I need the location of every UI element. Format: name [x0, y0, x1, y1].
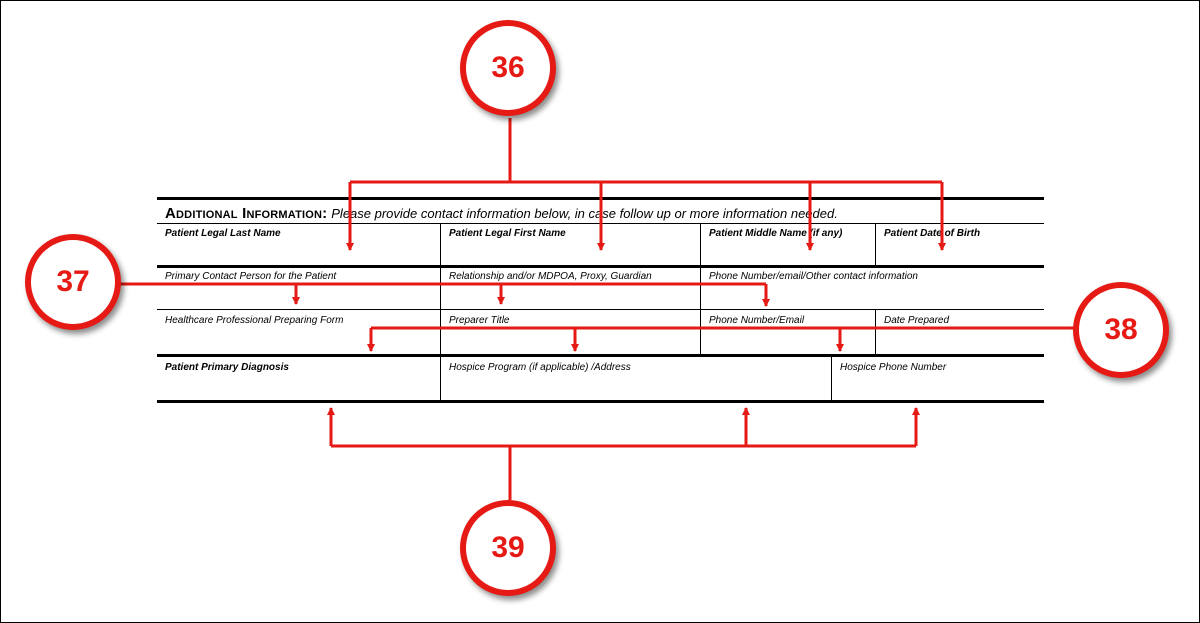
field-contact-phone: Phone Number/email/Other contact informa… — [709, 271, 918, 282]
field-preparer-title: Preparer Title — [449, 315, 510, 326]
callout-37-label: 37 — [56, 265, 90, 298]
callout-37: 37 — [25, 234, 121, 330]
col-divider — [440, 268, 441, 309]
field-patient-last-name: Patient Legal Last Name — [165, 228, 281, 239]
col-divider — [440, 357, 441, 401]
callout-39-label: 39 — [491, 531, 525, 564]
field-hospice-phone: Hospice Phone Number — [840, 362, 947, 373]
callout-36-label: 36 — [491, 51, 525, 84]
row-rule — [157, 265, 1044, 268]
field-patient-dob: Patient Date of Birth — [884, 228, 981, 239]
section-title: Additional Information: — [165, 205, 328, 222]
field-primary-contact: Primary Contact Person for the Patient — [165, 271, 337, 282]
col-divider — [700, 268, 701, 309]
field-preparer-phone: Phone Number/Email — [709, 315, 805, 326]
field-hospice-program: Hospice Program (if applicable) /Address — [449, 362, 631, 373]
col-divider — [875, 310, 876, 354]
field-relationship: Relationship and/or MDPOA, Proxy, Guardi… — [449, 271, 652, 282]
bottom-rule — [157, 400, 1044, 403]
col-divider — [700, 310, 701, 354]
field-primary-diagnosis: Patient Primary Diagnosis — [165, 362, 289, 373]
col-divider — [831, 357, 832, 401]
col-divider — [440, 310, 441, 354]
col-divider — [440, 224, 441, 266]
callout-38-label: 38 — [1104, 313, 1138, 346]
col-divider — [700, 224, 701, 266]
field-date-prepared: Date Prepared — [884, 315, 950, 326]
row-rule — [157, 354, 1044, 357]
field-preparer-name: Healthcare Professional Preparing Form — [165, 315, 344, 326]
callout-36: 36 — [460, 20, 556, 116]
col-divider — [875, 224, 876, 266]
row-rule — [157, 309, 1044, 310]
section-note: Please provide contact information below… — [331, 206, 838, 221]
field-patient-first-name: Patient Legal First Name — [449, 228, 566, 239]
callout-39: 39 — [460, 500, 556, 596]
section-header: Additional Information: Please provide c… — [165, 205, 838, 222]
field-patient-middle-name: Patient Middle Name (if any) — [709, 228, 843, 239]
callout-38: 38 — [1073, 282, 1169, 378]
